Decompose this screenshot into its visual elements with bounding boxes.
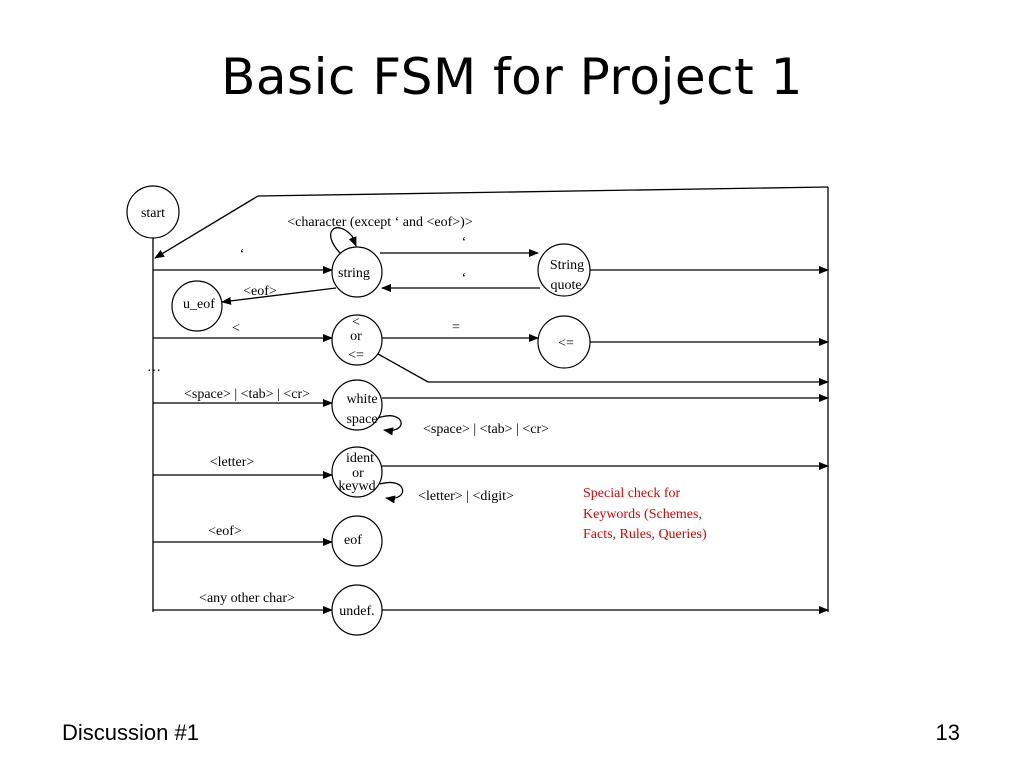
state-start-label: start — [141, 206, 165, 221]
state-string — [331, 246, 383, 298]
edge-eq-label: = — [452, 320, 460, 335]
edge-lt-out — [377, 353, 829, 386]
state-le-label: <= — [558, 336, 574, 351]
ellipsis-label: … — [147, 360, 161, 375]
edge-lt-label: < — [232, 321, 240, 336]
edge-letter-digit-label: <letter> | <digit> — [418, 489, 514, 504]
slide-title: Basic FSM for Project 1 — [221, 48, 803, 106]
state-ident-label-2: or — [352, 466, 364, 481]
edge-any-other-label: <any other char> — [199, 591, 295, 606]
state-u-eof — [171, 280, 223, 332]
edge-quote-open-label: ‘ — [240, 247, 245, 262]
state-undef-label: undef. — [339, 604, 374, 619]
state-whitespace — [331, 379, 383, 431]
edge-string-self-loop — [330, 227, 357, 254]
state-lt-label-2: or — [350, 329, 362, 344]
state-eof-label: eof — [344, 533, 362, 548]
state-whitespace-label-1: white — [346, 392, 377, 407]
state-string-quote-label-2: quote — [550, 278, 581, 293]
state-lt — [331, 314, 383, 366]
return-to-start-arrow — [154, 195, 259, 259]
edge-letter-label: <letter> — [210, 455, 255, 470]
edge-whitespace-self-label: <space> | <tab> | <cr> — [423, 422, 549, 437]
return-top-line — [257, 186, 829, 197]
state-ident-label-1: ident — [346, 451, 374, 466]
state-string-label: string — [338, 266, 370, 281]
edge-whitespace-in-label: <space> | <tab> | <cr> — [184, 387, 310, 402]
edge-string-ueof — [221, 287, 337, 305]
state-lt-label-1: < — [352, 315, 360, 330]
edge-quote-to-sq-label: ‘ — [462, 235, 467, 250]
keyword-note-line-3: Facts, Rules, Queries) — [583, 527, 707, 542]
state-lt-label-3: <= — [348, 348, 364, 363]
page-number: 13 — [935, 720, 960, 745]
keyword-note-line-2: Keywords (Schemes, — [583, 507, 702, 522]
state-string-quote-label-1: String — [550, 258, 584, 273]
edge-string-self-label: <character (except ‘ and <eof>)> — [287, 215, 473, 230]
edge-string-eof-label: <eof> — [243, 284, 277, 299]
state-start — [126, 185, 180, 239]
keyword-note-line-1: Special check for — [583, 486, 681, 501]
state-u-eof-label: u_eof — [183, 297, 215, 312]
state-whitespace-label-2: space — [346, 412, 377, 427]
state-ident-label-3: keywd — [338, 479, 375, 494]
footer-discussion: Discussion #1 — [62, 720, 199, 745]
state-eof — [331, 515, 383, 567]
state-ident — [331, 446, 383, 498]
edge-eof-label: <eof> — [208, 524, 242, 539]
edge-whitespace-self-loop — [377, 415, 402, 436]
edge-quote-back-label: ‘ — [462, 271, 467, 286]
edge-ident-self-loop — [379, 481, 404, 504]
